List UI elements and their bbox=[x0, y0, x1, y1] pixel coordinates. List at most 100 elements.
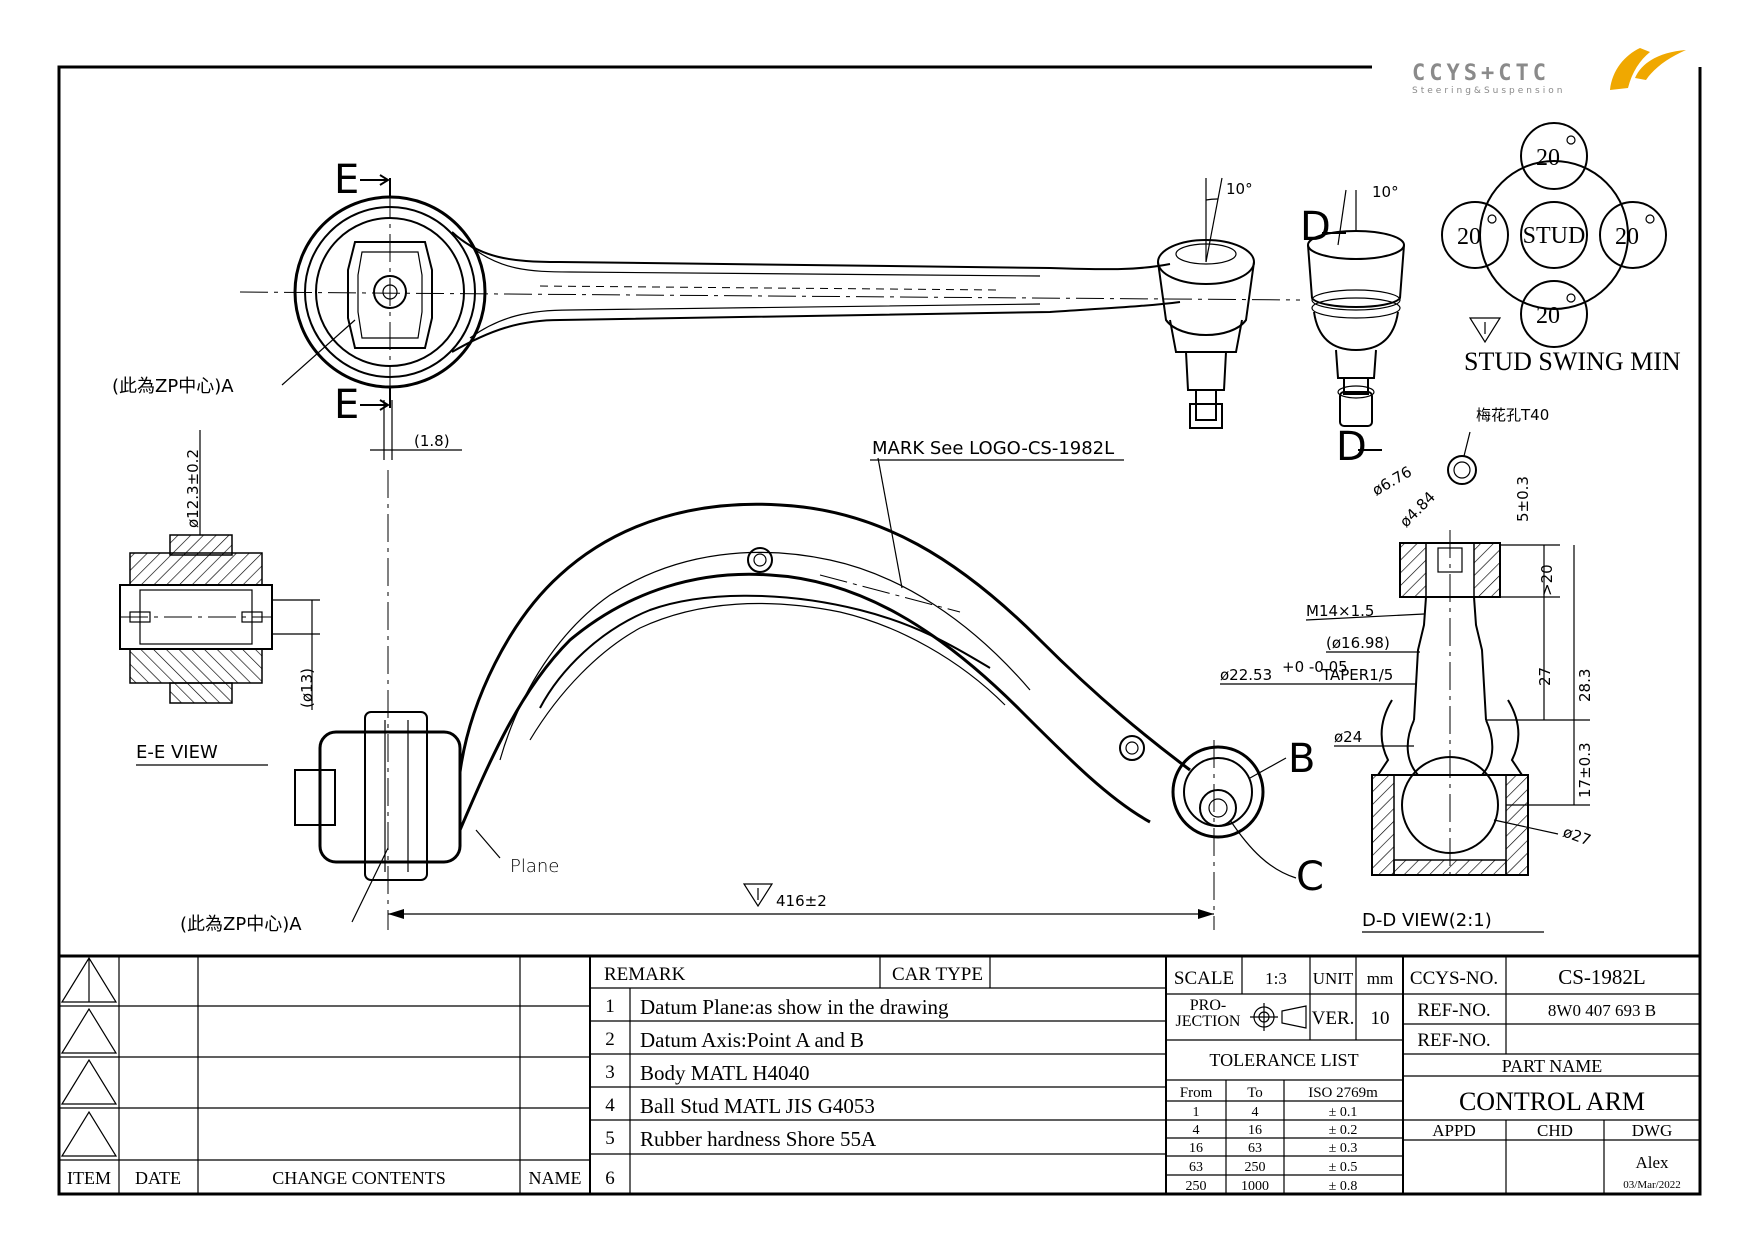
tol-cell: 1 bbox=[1193, 1105, 1200, 1120]
tol-cell: 4 bbox=[1193, 1123, 1200, 1138]
dd-taper: ø22.53 bbox=[1220, 666, 1272, 684]
length-dim: 416±2 bbox=[776, 892, 827, 910]
ball-joint-iso-view: 10° D D bbox=[1300, 183, 1405, 470]
company-logo: CCYS+CTC Steering&Suspension bbox=[1412, 48, 1686, 96]
swing-angle-iso: 10° bbox=[1372, 183, 1399, 201]
front-view: MARK See LOGO-CS-1982L Plane (此為ZP中心)A 4… bbox=[180, 438, 1327, 935]
part-name-label: PART NAME bbox=[1502, 1056, 1602, 1076]
tol-cell: 1000 bbox=[1241, 1179, 1269, 1194]
top-view: E E (此為ZP中心)A (1.8) bbox=[112, 157, 1301, 460]
remark-no: 6 bbox=[605, 1168, 615, 1189]
tolerance-title: TOLERANCE LIST bbox=[1209, 1050, 1358, 1070]
car-type-label: CAR TYPE bbox=[892, 964, 983, 985]
tol-cell: 16 bbox=[1248, 1123, 1262, 1138]
remark-label: REMARK bbox=[604, 964, 686, 985]
rev-header-item: ITEM bbox=[67, 1168, 111, 1188]
tol-cell: 16 bbox=[1189, 1141, 1203, 1156]
remark-no: 3 bbox=[605, 1062, 615, 1083]
remark-text: Datum Plane:as show in the drawing bbox=[640, 995, 949, 1019]
swing-angle-top: 10° bbox=[1226, 180, 1253, 198]
section-mark-e-top: E bbox=[334, 157, 362, 203]
tol-header-from: From bbox=[1180, 1085, 1213, 1101]
logo-brand: CCYS+CTC bbox=[1412, 61, 1550, 86]
remark-text: Ball Stud MATL JIS G4053 bbox=[640, 1094, 875, 1118]
unit-label: UNIT bbox=[1313, 969, 1354, 988]
tol-cell: ± 0.8 bbox=[1329, 1179, 1358, 1194]
drawing-border bbox=[57, 65, 1702, 1196]
view-d-mark-bottom: D bbox=[1336, 424, 1370, 470]
dd-view: 梅花孔T40 ø6.76 ø4.84 5±0.3 >20 27 28.3 bbox=[1220, 406, 1594, 933]
scale-label: SCALE bbox=[1174, 968, 1234, 989]
dd-dia-2: ø4.84 bbox=[1396, 488, 1439, 531]
stud-swing-top: 20 bbox=[1536, 145, 1560, 171]
drawing-date: 03/Mar/2022 bbox=[1623, 1179, 1680, 1191]
projection-symbol-icon bbox=[1250, 1003, 1307, 1031]
dd-dim-5: 5±0.3 bbox=[1514, 476, 1532, 522]
ref-no-value: 8W0 407 693 B bbox=[1548, 1001, 1656, 1020]
zp-center-note-top: (此為ZP中心)A bbox=[112, 376, 234, 397]
ee-dia-inner: (ø13) bbox=[298, 668, 316, 708]
logo-tagline: Steering&Suspension bbox=[1412, 86, 1565, 96]
logo-swoosh-icon bbox=[1610, 48, 1686, 90]
stud-swing-center: STUD bbox=[1523, 223, 1586, 249]
tol-cell: 250 bbox=[1186, 1179, 1207, 1194]
tol-cell: ± 0.1 bbox=[1329, 1105, 1358, 1120]
stud-swing-caption: STUD SWING MIN bbox=[1464, 347, 1681, 376]
stud-swing-diagram: STUD 20 20 20 20 STUD SWING MIN bbox=[1441, 122, 1681, 376]
spec-block: SCALE 1:3 UNIT mm PRO-JECTION VER. 10 TO… bbox=[1165, 956, 1404, 1194]
view-d-mark-top: D bbox=[1300, 204, 1334, 250]
unit-value: mm bbox=[1367, 969, 1393, 988]
zp-center-note-bottom: (此為ZP中心)A bbox=[180, 914, 302, 935]
dd-dim-20: >20 bbox=[1538, 564, 1556, 596]
remark-no: 4 bbox=[605, 1095, 615, 1116]
remark-text: Datum Axis:Point A and B bbox=[640, 1028, 864, 1052]
tol-cell: 63 bbox=[1248, 1141, 1262, 1156]
tol-cell: 63 bbox=[1189, 1160, 1203, 1175]
dd-dia-27: ø27 bbox=[1561, 823, 1594, 850]
dd-dim-283: 28.3 bbox=[1576, 669, 1594, 702]
dd-dia-24: ø24 bbox=[1334, 728, 1362, 746]
dd-dim-27: 27 bbox=[1536, 667, 1554, 686]
dd-dim-17: 17±0.3 bbox=[1576, 742, 1594, 798]
mark-note: MARK See LOGO-CS-1982L bbox=[872, 438, 1114, 459]
datum-c: C bbox=[1296, 854, 1327, 900]
dd-taper-ratio: TAPER1/5 bbox=[1321, 666, 1393, 684]
stud-swing-bottom: 20 bbox=[1536, 303, 1560, 329]
remark-text: Body MATL H4040 bbox=[640, 1061, 810, 1085]
tol-cell: ± 0.5 bbox=[1329, 1160, 1358, 1175]
remark-no: 2 bbox=[605, 1029, 615, 1050]
dd-dia-1: ø6.76 bbox=[1369, 463, 1415, 500]
ccys-no-value: CS-1982L bbox=[1558, 965, 1646, 989]
projection-label: PRO-JECTION bbox=[1176, 997, 1241, 1030]
remark-text: Rubber hardness Shore 55A bbox=[640, 1127, 877, 1151]
projection-label-line: JECTION bbox=[1176, 1013, 1241, 1030]
remark-no: 1 bbox=[605, 996, 615, 1017]
scale-value: 1:3 bbox=[1265, 969, 1287, 988]
tol-cell: 4 bbox=[1252, 1105, 1259, 1120]
rev-header-date: DATE bbox=[135, 1168, 181, 1188]
revision-table: ITEM DATE CHANGE CONTENTS NAME bbox=[59, 956, 591, 1194]
rev-header-name: NAME bbox=[529, 1168, 582, 1188]
dd-view-title: D-D VIEW(2:1) bbox=[1362, 910, 1492, 931]
chd-label: CHD bbox=[1537, 1121, 1573, 1140]
dim-offset: (1.8) bbox=[414, 432, 450, 450]
remark-table: REMARK CAR TYPE 1 Datum Plane:as show in… bbox=[590, 956, 1166, 1194]
ee-view-title: E-E VIEW bbox=[136, 742, 218, 763]
ref-no-label: REF-NO. bbox=[1417, 1000, 1490, 1021]
remark-no: 5 bbox=[605, 1128, 615, 1149]
tol-header-to: To bbox=[1247, 1085, 1263, 1101]
ver-value: 10 bbox=[1371, 1008, 1390, 1029]
part-info-block: CCYS-NO. CS-1982L REF-NO. 8W0 407 693 B … bbox=[1403, 956, 1700, 1194]
tol-header-iso: ISO 2769m bbox=[1308, 1085, 1378, 1101]
datum-b: B bbox=[1288, 736, 1318, 782]
tol-cell: ± 0.2 bbox=[1329, 1123, 1358, 1138]
tol-cell: ± 0.3 bbox=[1329, 1141, 1358, 1156]
tol-cell: 250 bbox=[1245, 1160, 1266, 1175]
ref-no2-label: REF-NO. bbox=[1417, 1030, 1490, 1051]
dd-thread: M14×1.5 bbox=[1306, 602, 1374, 620]
ee-dia-outer: ø12.3±0.2 bbox=[184, 449, 202, 528]
projection-label-line: PRO- bbox=[1190, 997, 1226, 1014]
dwg-label: DWG bbox=[1632, 1121, 1673, 1140]
rev-header-change: CHANGE CONTENTS bbox=[272, 1168, 446, 1188]
